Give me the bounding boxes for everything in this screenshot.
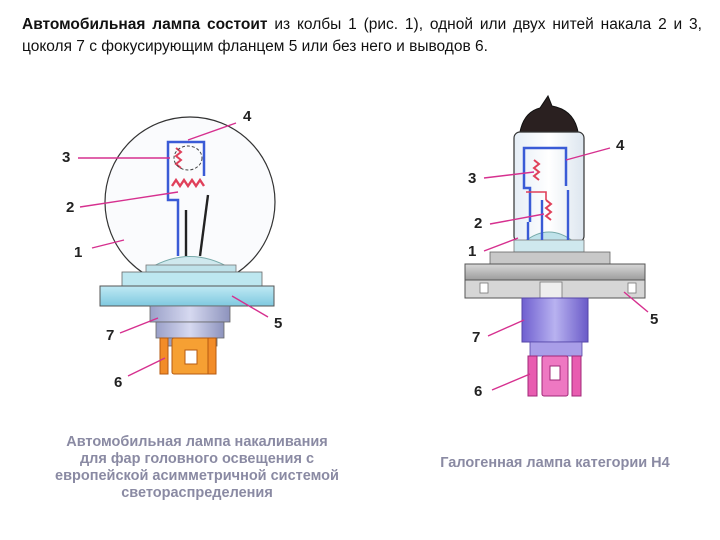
left-flange — [99, 285, 275, 307]
intro-rest: из колбы 1 (рис. 1), одной или двух ните… — [22, 16, 702, 55]
left-bulb — [99, 116, 276, 375]
left-shield-cup — [166, 140, 206, 256]
left-label-4: 4 — [243, 108, 252, 125]
right-label-6: 6 — [474, 383, 482, 400]
left-label-5: 5 — [274, 315, 282, 332]
right-label-7: 7 — [472, 329, 480, 346]
left-caption-line-4: светораспределения — [121, 485, 273, 501]
right-caption: Галогенная лампа категории Н4 — [440, 455, 670, 471]
right-base — [521, 297, 589, 343]
left-pin-a — [159, 337, 169, 375]
right-label-5: 5 — [650, 311, 658, 328]
left-label-6: 6 — [114, 374, 122, 391]
left-caption-line-3: европейской асимметричной системой — [55, 468, 339, 484]
right-label-2: 2 — [474, 215, 482, 232]
left-caption: Автомобильная лампа накаливания для фар … — [38, 434, 356, 502]
intro-bold: Автомобильная лампа состоит — [22, 16, 268, 33]
right-filament-high — [532, 159, 541, 181]
left-base-lower — [155, 321, 225, 339]
left-base-collar — [149, 305, 231, 323]
right-labels: 4 3 2 1 7 5 6 — [468, 137, 658, 400]
right-flange — [464, 263, 646, 281]
left-filament-high — [174, 147, 183, 169]
left-caption-line-2: для фар головного освещения с — [79, 451, 315, 467]
right-black-cap — [519, 94, 579, 133]
left-caption-line-1: Автомобильная лампа накаливания — [66, 434, 328, 450]
right-filament-low — [544, 199, 553, 221]
right-label-1: 1 — [468, 243, 476, 260]
left-leaders — [78, 122, 269, 377]
left-label-1: 1 — [74, 244, 82, 261]
left-flange-top — [121, 271, 263, 287]
right-label-4: 4 — [616, 137, 625, 154]
right-upper-plate — [489, 251, 611, 265]
right-leaders — [483, 147, 649, 391]
left-label-2: 2 — [66, 199, 74, 216]
intro-paragraph: Автомобильная лампа состоит из колбы 1 (… — [22, 14, 702, 58]
left-labels: 4 3 2 1 7 5 6 — [62, 108, 282, 391]
left-filament-low — [171, 177, 205, 189]
right-shield — [522, 146, 568, 222]
right-label-3: 3 — [468, 170, 476, 187]
left-label-7: 7 — [106, 327, 114, 344]
left-label-3: 3 — [62, 149, 70, 166]
right-pin-a — [527, 355, 538, 397]
